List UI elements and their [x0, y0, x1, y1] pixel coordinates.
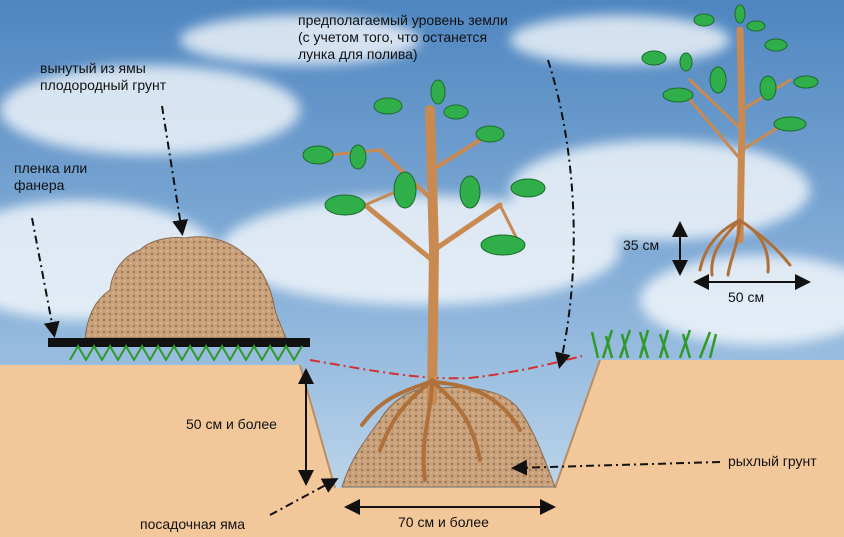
label-soil-removed: вынутый из ямы плодородный грунт	[40, 60, 167, 93]
clouds	[0, 15, 844, 345]
sample-seedling	[641, 4, 819, 277]
arrow-soil-removed	[161, 105, 189, 236]
label-ground-level: предполагаемый уровень земли (с учетом т…	[298, 12, 508, 62]
arrow-ground-level	[547, 59, 575, 369]
label-width: 70 см и более	[398, 514, 489, 530]
grass-right	[590, 329, 718, 359]
film-sheet	[48, 338, 310, 347]
label-root-width: 50 см	[728, 289, 765, 305]
main-tree-roots	[360, 378, 522, 482]
grass-left	[69, 343, 303, 363]
main-tree	[302, 79, 546, 482]
label-loose-soil: рыхлый грунт	[728, 453, 817, 469]
ground	[0, 360, 844, 537]
arrow-pit	[269, 478, 339, 516]
label-pit: посадочная яма	[140, 516, 246, 532]
loose-soil-mound	[341, 386, 556, 488]
arrow-film	[31, 217, 60, 338]
label-root-height: 35 см	[623, 237, 660, 253]
arrow-loose-soil	[511, 459, 721, 476]
ground-level-line	[309, 355, 583, 380]
label-depth: 50 см и более	[186, 416, 277, 432]
removed-soil-heap	[84, 236, 287, 339]
label-film: пленка или фанера	[14, 160, 88, 193]
